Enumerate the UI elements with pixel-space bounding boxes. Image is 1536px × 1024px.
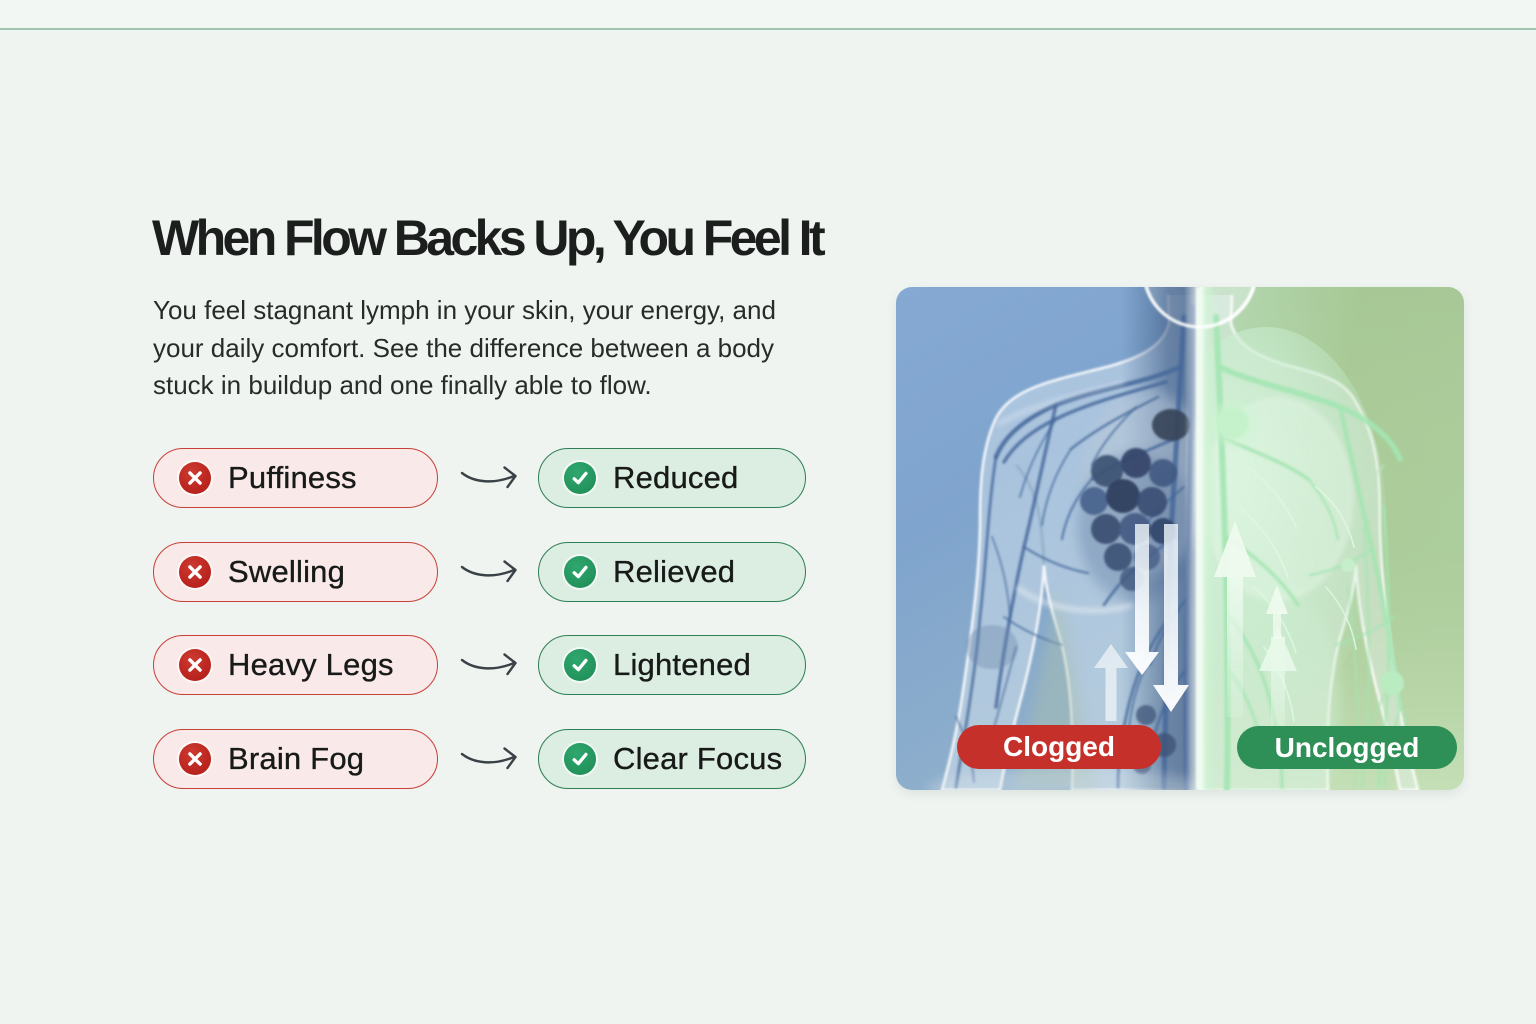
svg-text:Clogged: Clogged — [1003, 731, 1115, 762]
svg-text:Unclogged: Unclogged — [1275, 732, 1420, 763]
